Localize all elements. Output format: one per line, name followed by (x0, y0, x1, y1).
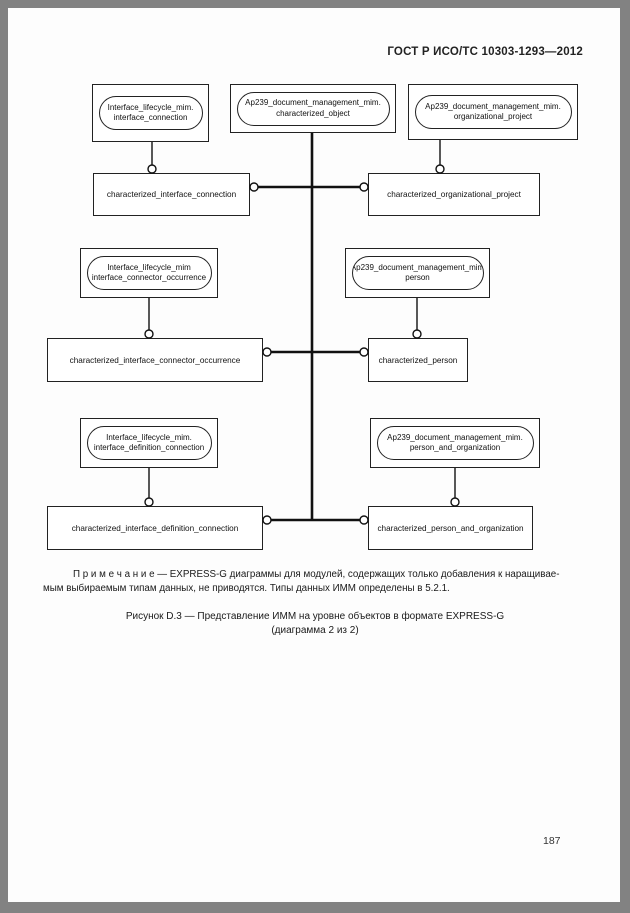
ref-box-interface-definition-connection: Interface_lifecycle_mim. interface_defin… (80, 418, 218, 468)
ref-box-oval: Ap239_document_management_mim. person_an… (376, 426, 534, 460)
connector-layer (144, 133, 460, 525)
figure-caption: Рисунок D.3 — Представление ИММ на уровн… (0, 610, 630, 638)
entity-box-characterized-interface-connector-occurrence: characterized_interface_connector_occurr… (47, 338, 263, 382)
relation-circle (359, 347, 369, 357)
entity-label: characterized_person_and_organization (377, 523, 524, 533)
ref-box-label: Interface_lifecycle_mim. (106, 432, 192, 442)
relation-circle (262, 347, 272, 357)
ref-box-label: interface_definition_connection (93, 443, 205, 452)
relation-circle (359, 182, 369, 192)
ref-box-interface-connector-occurrence: Interface_lifecycle_mim interface_connec… (80, 248, 218, 298)
ref-box-oval: Interface_lifecycle_mim. interface_defin… (86, 426, 212, 460)
ref-box-label: Ap239_document_management_mim (351, 262, 484, 272)
note-paragraph: П р и м е ч а н и е — EXPRESS-G диаграмм… (43, 568, 593, 596)
entity-label: characterized_interface_definition_conne… (71, 523, 239, 533)
caption-line: (диаграмма 2 из 2) (271, 625, 359, 636)
entity-box-characterized-interface-connection: characterized_interface_connection (93, 173, 250, 216)
page-number: 187 (543, 835, 561, 847)
ref-box-label: interface_connection (113, 113, 188, 122)
note-line: П р и м е ч а н и е — EXPRESS-G диаграмм… (73, 569, 560, 580)
relation-circle (262, 515, 272, 525)
ref-box-label: interface_connector_occurrence (91, 273, 207, 282)
relation-circle (147, 164, 157, 174)
relation-circle (249, 182, 259, 192)
note-line: мым выбираемым типам данных, не приводят… (43, 583, 450, 594)
ref-box-label: person_and_organization (409, 443, 501, 452)
entity-label: characterized_person (378, 355, 458, 365)
express-g-diagram: Interface_lifecycle_mim. interface_conne… (47, 84, 578, 550)
relation-circle (435, 164, 445, 174)
entity-label: characterized_interface_connection (106, 190, 237, 199)
ref-box-label: Interface_lifecycle_mim (107, 262, 191, 272)
entity-box-characterized-person-and-organization: characterized_person_and_organization (368, 506, 533, 550)
ref-box-interface-connection: Interface_lifecycle_mim. interface_conne… (92, 84, 209, 142)
entity-box-characterized-organizational-project: characterized_organizational_project (368, 173, 540, 216)
ref-box-oval: Ap239_document_management_mim. character… (236, 91, 390, 126)
ref-box-label: Ap239_document_management_mim. (425, 101, 561, 111)
caption-line: Рисунок D.3 — Представление ИММ на уровн… (125, 611, 505, 622)
relation-circle (144, 329, 154, 339)
ref-box-person-and-organization: Ap239_document_management_mim. person_an… (370, 418, 540, 468)
ref-box-oval: Interface_lifecycle_mim. interface_conne… (98, 96, 203, 130)
ref-box-label: characterized_object (276, 108, 350, 118)
ref-box-label: Ap239_document_management_mim. (245, 98, 381, 107)
relation-circle (450, 497, 460, 507)
ref-box-characterized-object: Ap239_document_management_mim. character… (230, 84, 396, 133)
ref-box-label: Interface_lifecycle_mim. (107, 102, 194, 112)
ref-box-label: person (405, 273, 430, 282)
relation-circle (412, 329, 422, 339)
relation-circle (144, 497, 154, 507)
entity-box-characterized-interface-definition-connection: characterized_interface_definition_conne… (47, 506, 263, 550)
entity-label: characterized_interface_connector_occurr… (69, 355, 241, 365)
ref-box-person: Ap239_document_management_mim person (345, 248, 490, 298)
standard-number: ГОСТ Р ИСО/ТС 10303-1293—2012 (387, 46, 583, 58)
ref-box-oval: Ap239_document_management_mim person (351, 256, 484, 290)
ref-box-label: organizational_project (453, 112, 533, 121)
ref-box-label: Ap239_document_management_mim. (387, 432, 523, 442)
ref-box-organizational-project: Ap239_document_management_mim. organizat… (408, 84, 578, 140)
ref-box-oval: Interface_lifecycle_mim interface_connec… (86, 256, 212, 290)
relation-circle (359, 515, 369, 525)
entity-label: characterized_organizational_project (387, 190, 521, 199)
ref-box-oval: Ap239_document_management_mim. organizat… (414, 95, 572, 129)
